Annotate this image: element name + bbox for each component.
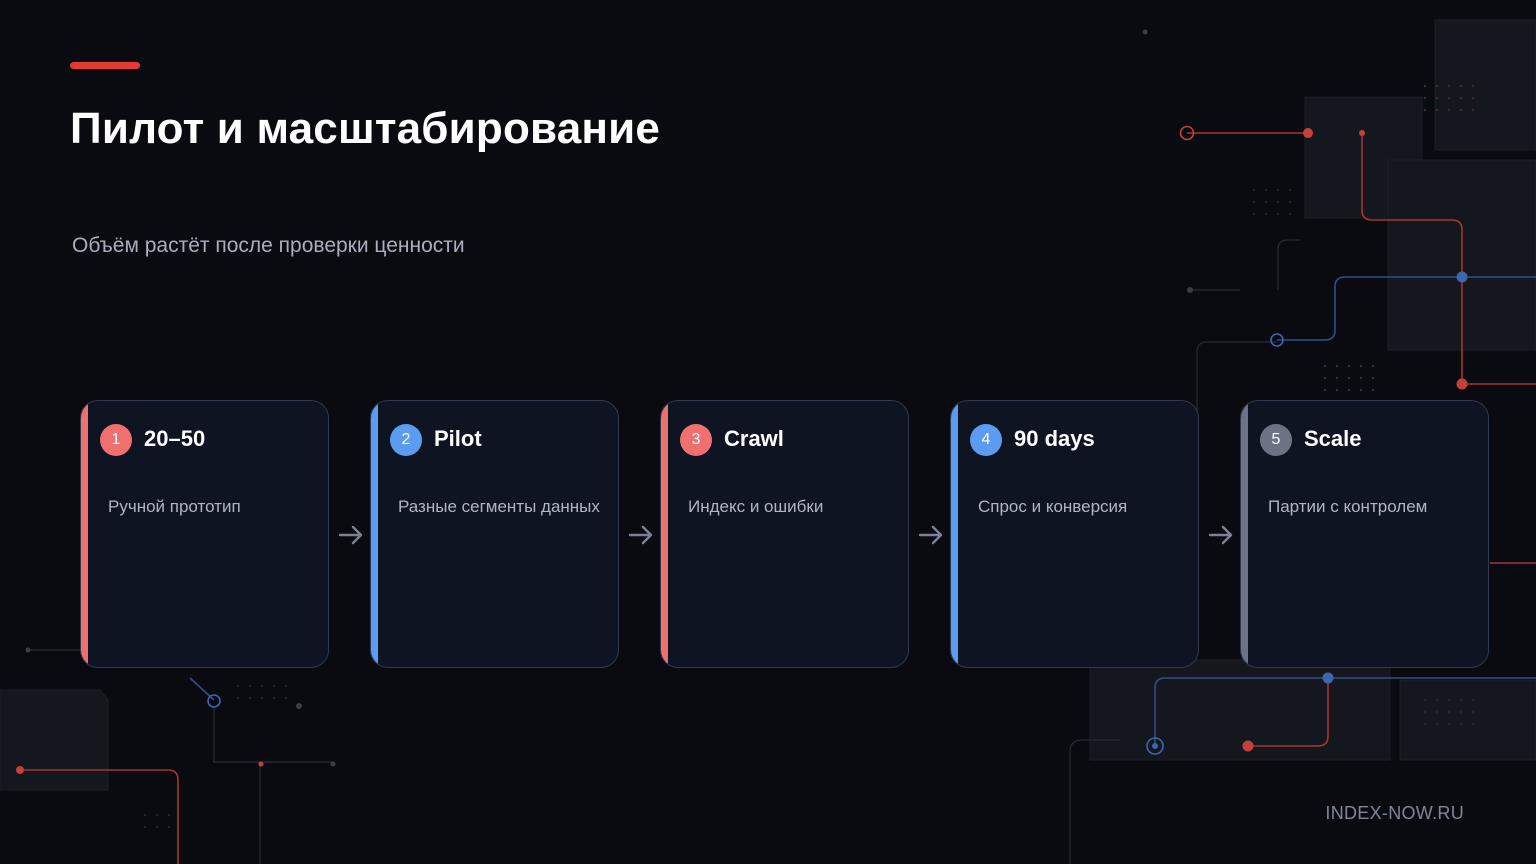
step-card-4: 4 90 days Спрос и конверсия — [950, 400, 1199, 668]
step-accent-stripe — [661, 401, 668, 667]
step-title: Pilot — [434, 426, 482, 451]
step-card-3: 3 Crawl Индекс и ошибки — [660, 400, 909, 668]
step-description: Индекс и ошибки — [688, 497, 824, 516]
step-number-badge: 3 — [680, 424, 712, 456]
step-description: Спрос и конверсия — [978, 497, 1128, 516]
slide-title: Пилот и масштабирование — [70, 104, 661, 153]
step-number-badge: 1 — [100, 424, 132, 456]
step-accent-stripe — [81, 401, 88, 667]
step-title: 20–50 — [144, 426, 206, 451]
step-accent-stripe — [371, 401, 378, 667]
arrow-right-icon — [338, 525, 363, 545]
step-number-badge: 4 — [970, 424, 1002, 456]
step-accent-stripe — [1241, 401, 1248, 667]
step-card-5: 5 Scale Партии с контролем — [1240, 400, 1489, 668]
step-description: Ручной прототип — [108, 497, 241, 516]
title-accent-bar — [70, 62, 140, 69]
arrow-right-icon — [1208, 525, 1233, 545]
step-title: Scale — [1304, 426, 1362, 451]
step-card-1: 1 20–50 Ручной прототип — [80, 400, 329, 668]
step-number-badge: 2 — [390, 424, 422, 456]
step-accent-stripe — [951, 401, 958, 667]
step-description: Партии с контролем — [1268, 497, 1428, 516]
step-title: Crawl — [724, 426, 784, 451]
arrow-right-icon — [918, 525, 943, 545]
step-card-2: 2 Pilot Разные сегменты данных — [370, 400, 619, 668]
footer-site-label: INDEX-NOW.RU — [1325, 803, 1464, 823]
step-number-badge: 5 — [1260, 424, 1292, 456]
step-description: Разные сегменты данных — [398, 497, 600, 516]
step-title: 90 days — [1014, 426, 1095, 451]
arrow-right-icon — [628, 525, 653, 545]
slide-subtitle: Объём растёт после проверки ценности — [72, 234, 465, 257]
